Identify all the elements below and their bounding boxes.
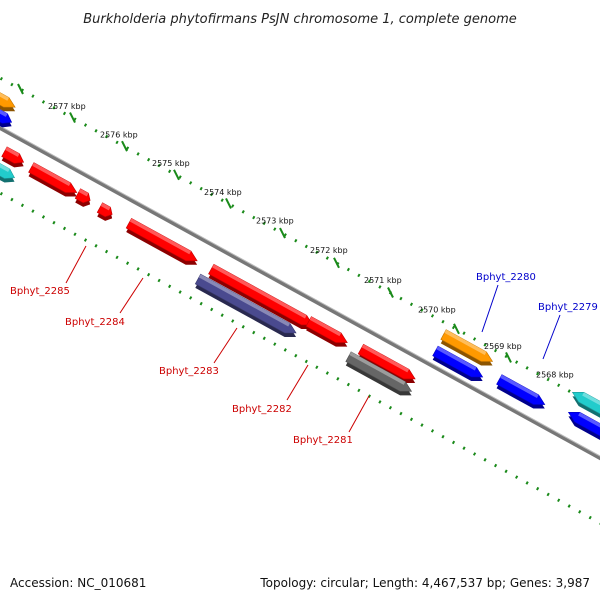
gene-arrow-blue [567, 412, 600, 440]
outer-tick-track [0, 76, 600, 410]
gene-label-leader-line [348, 395, 370, 433]
gene-label-group: Bphyt_2280 [476, 272, 536, 333]
tick-label: 2569 kbp [484, 342, 522, 351]
major-tick-mark [17, 83, 24, 95]
major-tick-mark [279, 227, 286, 239]
gene-arrow-red [125, 217, 198, 265]
inner-tick-track [0, 191, 600, 525]
gene-arrow-purple [194, 273, 297, 337]
tick-label: 2577 kbp [48, 102, 86, 111]
gene-arrow-red [28, 162, 78, 197]
gene-label: Bphyt_2280 [476, 272, 536, 283]
tick-label: 2576 kbp [100, 131, 138, 140]
gene-arrow-cyan [571, 392, 600, 418]
tick-label: 2568 kbp [536, 370, 574, 379]
major-tick-mark [505, 351, 512, 363]
backbone-layer [0, 125, 600, 461]
gene-arrow-blue [0, 109, 13, 128]
gene-label: Bphyt_2284 [65, 317, 125, 328]
gene-label-leader-line [65, 245, 87, 284]
gene-label-group: Bphyt_2284 [65, 277, 144, 328]
gene-label-leader-line [481, 284, 499, 333]
tick-label: 2573 kbp [256, 216, 294, 225]
gene-label-group: Bphyt_2283 [159, 327, 238, 377]
major-tick-mark [225, 197, 232, 209]
major-tick-mark [121, 140, 128, 152]
gene-arrow-cyan [0, 163, 15, 183]
gene-label-leader-line [286, 364, 309, 401]
gene-label: Bphyt_2279 [538, 302, 598, 313]
gene-arrow-red [74, 188, 91, 207]
gene-labels-layer: Bphyt_2285Bphyt_2284Bphyt_2283Bphyt_2282… [10, 245, 598, 446]
genome-backbone [0, 125, 600, 461]
major-tick-mark [69, 112, 76, 124]
gene-label: Bphyt_2282 [232, 404, 292, 415]
tick-layer: 2577 kbp 2576 kbp 2575 kbp 2574 kbp 2573 kbp… [0, 76, 600, 525]
tick-label: 2570 kbp [418, 306, 456, 315]
gene-label-group: Bphyt_2285 [10, 245, 87, 297]
gene-arrow-red [96, 202, 113, 221]
gene-arrow-blue [432, 345, 484, 382]
gene-label-group: Bphyt_2281 [293, 395, 370, 446]
gene-arrow-red [357, 343, 416, 383]
gene-arrow-red [208, 263, 314, 329]
major-tick-mark [333, 257, 340, 269]
tick-label: 2572 kbp [310, 246, 348, 255]
gene-arrow-orange [0, 92, 16, 112]
gene-label-group: Bphyt_2282 [232, 364, 309, 415]
gene-label-group: Bphyt_2279 [538, 302, 598, 360]
major-tick-mark [453, 323, 460, 335]
major-tick-mark [387, 287, 394, 298]
gene-arrow-red [1, 146, 25, 168]
tick-label: 2571 kbp [364, 276, 402, 285]
gene-label: Bphyt_2281 [293, 435, 353, 446]
major-tick-mark [173, 169, 180, 181]
gene-label-leader-line [542, 314, 561, 360]
gene-label-leader-line [213, 327, 238, 364]
genome-backbone-highlight [0, 125, 600, 457]
gene-label: Bphyt_2285 [10, 286, 70, 297]
gene-arrow-blue [496, 374, 546, 409]
gene-label: Bphyt_2283 [159, 366, 219, 377]
genome-summary-text: Topology: circular; Length: 4,467,537 bp… [259, 576, 590, 590]
tick-label: 2575 kbp [152, 159, 190, 168]
gene-arrow-gray [345, 351, 413, 396]
gene-arrow-red [305, 316, 348, 347]
accession-text: Accession: NC_010681 [10, 576, 146, 590]
gene-arrow-orange [440, 329, 494, 366]
genes-layer [0, 92, 600, 440]
gene-label-leader-line [119, 277, 144, 314]
tick-label: 2574 kbp [204, 188, 242, 197]
map-title: Burkholderia phytofirmans PsJN chromosom… [83, 12, 517, 27]
